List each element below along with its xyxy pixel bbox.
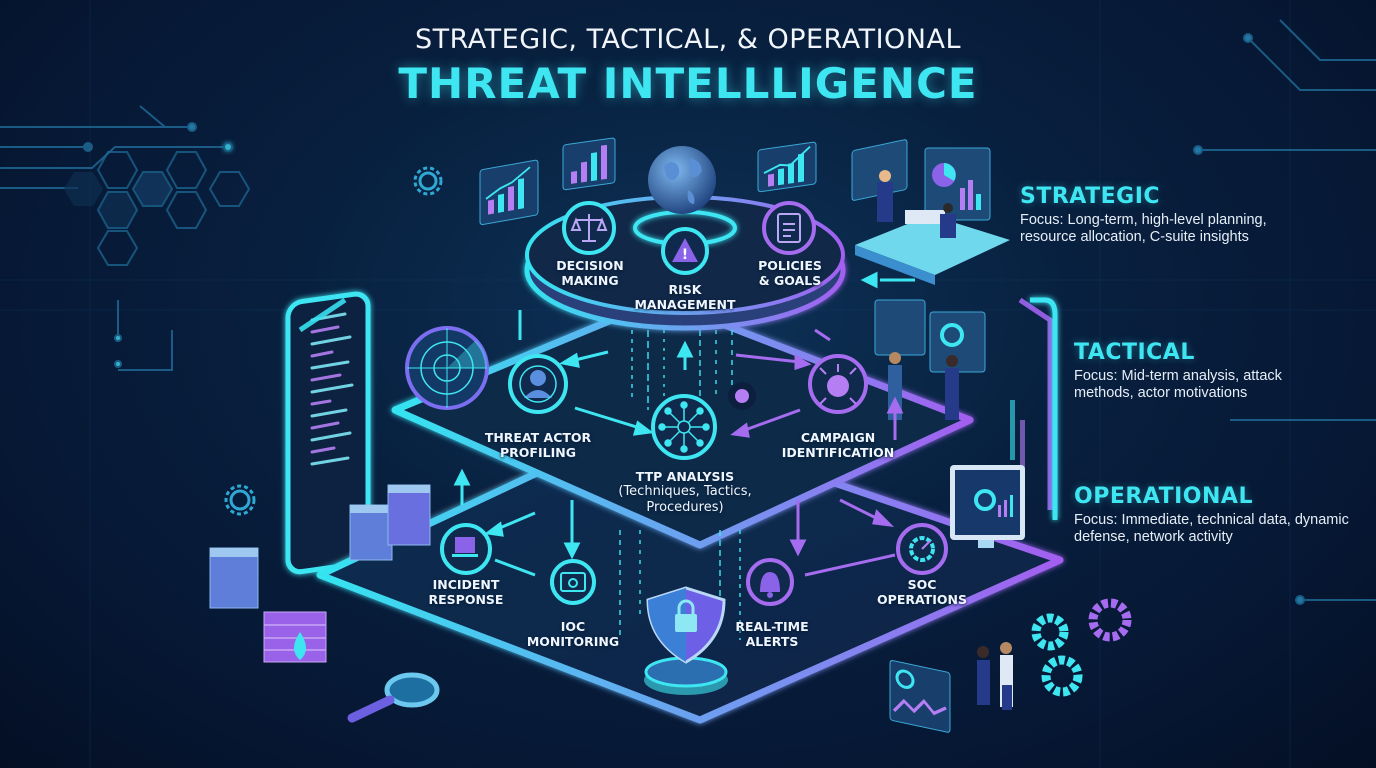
node-decision-making: DECISION MAKING [556,258,624,288]
gear-cluster [1031,598,1132,697]
node-incident-response: INCIDENT RESPONSE [428,577,504,607]
operational-heading: OPERATIONAL [1074,484,1253,509]
title-block: STRATEGIC, TACTICAL, & OPERATIONAL THREA… [0,24,1376,108]
tactical-focus: Focus: Mid-term analysis, attack methods… [1074,368,1282,401]
strategic-focus: Focus: Long-term, high-level planning, r… [1020,212,1267,245]
operational-focus: Focus: Immediate, technical data, dynami… [1074,512,1349,545]
analytics-panel [889,660,951,733]
virus-bug-icon [735,364,857,405]
executive-meeting-illustration [851,139,1010,285]
clipboard-icon [777,213,801,243]
gear-icons-decor [224,166,443,516]
hacker-target-icon [519,365,557,403]
server-stacks [209,484,431,609]
node-real-time-alerts: REAL-TIME ALERTS [735,619,809,649]
business-people-illustration [977,642,1013,710]
globe-icon [648,146,716,214]
warning-icon: ! [672,238,698,263]
hexagons-left [64,151,251,266]
flow-arrows [453,271,915,577]
node-soc-operations: SOC OPERATIONS [877,577,967,607]
tactical-description: TACTICAL Focus: Mid-term analysis, attac… [1074,340,1282,402]
page-subtitle: STRATEGIC, TACTICAL, & OPERATIONAL [414,24,962,55]
bell-icon [760,572,780,598]
node-ioc-monitoring: IOC MONITORING [526,619,620,649]
gauge-gear-icon [909,536,935,562]
browser-eye-icon [560,572,586,592]
node-ttp-analysis: TTP ANALYSIS (Techniques, Tactics, Proce… [618,469,752,515]
analysts-illustration [874,299,1025,470]
firewall-icon [263,611,327,663]
page-title: THREAT INTELLLIGENCE [398,59,978,108]
right-frame-bar [1030,297,1058,520]
shield-lock-icon [644,586,728,695]
magnifier-icon [347,672,440,723]
strategic-description: STRATEGIC Focus: Long-term, high-level p… [1020,184,1267,246]
circuit-traces-right [1193,19,1376,605]
network-hub-icon [658,401,710,453]
svg-text:!: ! [682,247,688,263]
node-risk-management: RISK MANAGEMENT [634,282,736,312]
node-campaign-identification: CAMPAIGN IDENTIFICATION [781,430,895,460]
node-policies-goals: POLICIES & GOALS [758,258,822,288]
monitor-illustration [950,465,1025,548]
circuit-traces-left [0,105,233,371]
strategic-heading: STRATEGIC [1020,184,1161,209]
node-threat-actor-profiling: THREAT ACTOR PROFILING [484,430,592,460]
operational-description: OPERATIONAL Focus: Immediate, technical … [1074,484,1349,546]
tactical-heading: TACTICAL [1074,340,1195,365]
radar-icon [405,326,489,410]
scales-icon [570,214,608,242]
chart-panels [479,137,817,226]
data-stream [619,330,741,640]
laptop-icon [452,537,478,557]
flow-arrows-purple [730,328,904,577]
